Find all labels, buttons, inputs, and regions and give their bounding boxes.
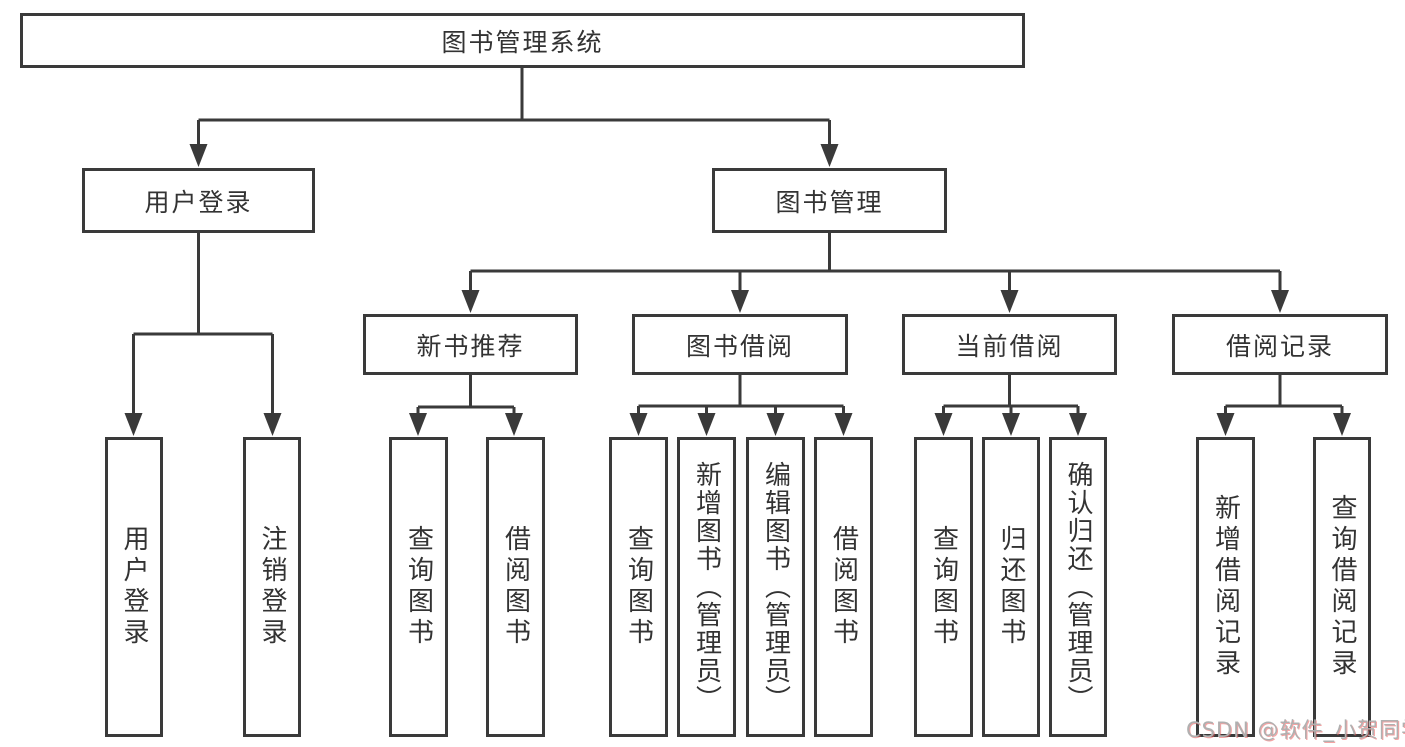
node-new-book-recommend: 新书推荐: [363, 314, 578, 375]
leaf-confirm-return-admin: 确认归还（管理员）: [1049, 437, 1107, 737]
node-root-label: 图书管理系统: [441, 27, 604, 57]
connector-root-to-level2: [197, 68, 831, 146]
node-book-management-label: 图书管理: [775, 187, 884, 217]
node-book-borrow-label: 图书借阅: [685, 331, 794, 361]
connector-current-to-leaves: [942, 375, 1080, 416]
leaf-query-borrow-record: 查询借阅记录: [1313, 437, 1371, 737]
node-book-management: 图书管理: [712, 168, 947, 233]
leaf-user-login: 用户登录: [105, 437, 163, 737]
node-current-borrow-label: 当前借阅: [955, 331, 1064, 361]
node-user-login-label: 用户登录: [144, 187, 253, 217]
leaf-query-book-3: 查询图书: [914, 437, 973, 737]
csdn-watermark: CSDN @软件_小贺同学: [1186, 718, 1405, 742]
connector-newbooks-to-leaves: [416, 375, 516, 416]
node-book-borrow: 图书借阅: [632, 314, 848, 375]
node-root: 图书管理系统: [20, 13, 1025, 68]
connector-borrow-to-leaves: [637, 375, 845, 416]
node-new-book-recommend-label: 新书推荐: [416, 331, 525, 361]
node-current-borrow: 当前借阅: [902, 314, 1117, 375]
node-user-login: 用户登录: [82, 168, 315, 233]
leaf-edit-book-admin: 编辑图书（管理员）: [746, 437, 805, 737]
leaf-borrow-book-2: 借阅图书: [814, 437, 873, 737]
leaf-return-book: 归还图书: [982, 437, 1040, 737]
leaf-logout: 注销登录: [243, 437, 301, 737]
leaf-add-book-admin: 新增图书（管理员）: [677, 437, 736, 737]
leaf-add-borrow-record: 新增借阅记录: [1196, 437, 1255, 737]
node-borrow-records-label: 借阅记录: [1225, 331, 1334, 361]
connector-bookmgmt-to-modules: [469, 233, 1282, 293]
node-borrow-records: 借阅记录: [1172, 314, 1388, 375]
leaf-query-book-2: 查询图书: [609, 437, 668, 737]
leaf-borrow-book-1: 借阅图书: [486, 437, 545, 737]
leaf-query-book-1: 查询图书: [389, 437, 448, 737]
connector-userlogin-to-leaves: [132, 233, 274, 416]
connector-records-to-leaves: [1224, 375, 1344, 416]
